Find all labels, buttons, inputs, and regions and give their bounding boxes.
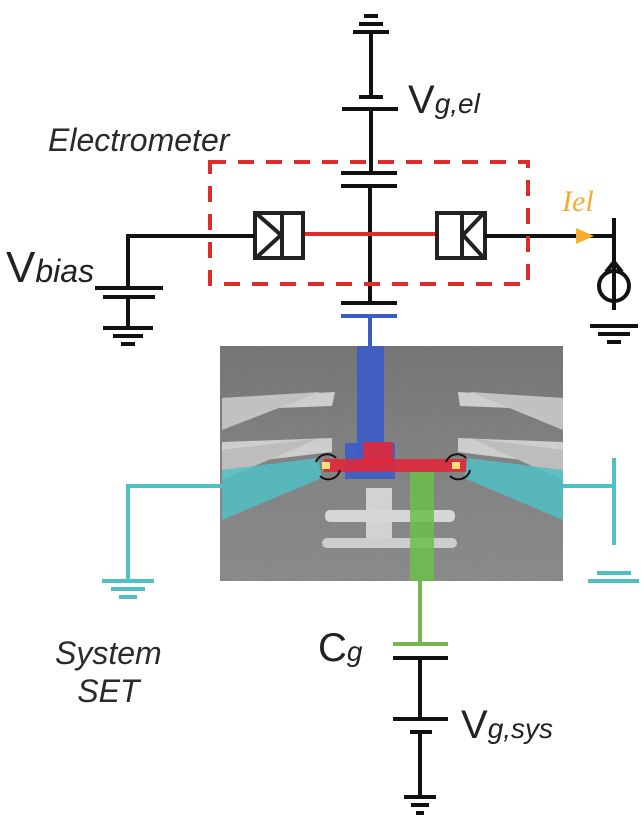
output-wire	[485, 218, 616, 262]
label-vbias: Vbias	[6, 246, 94, 290]
label-vbias-sub: bias	[35, 253, 95, 289]
system-gate-green	[393, 581, 448, 646]
ground-icon-ammeter	[590, 324, 638, 344]
label-iel-main: I	[562, 185, 572, 218]
ground-icon-bias	[103, 326, 153, 346]
rotation-arrow-right-icon	[445, 453, 471, 481]
label-system-set: System SET	[55, 634, 162, 711]
battery-vgsys-icon	[393, 717, 448, 797]
ground-icon-bottom	[404, 795, 436, 815]
battery-vgel-icon	[342, 95, 398, 173]
bias-wire	[126, 234, 255, 288]
tunnel-junction-left-icon	[253, 211, 305, 260]
battery-vbias-icon	[95, 286, 163, 328]
label-iel-sub: el	[572, 185, 594, 218]
label-system: System	[55, 635, 162, 671]
current-arrow-icon	[576, 228, 594, 244]
tunnel-junction-right-icon	[435, 211, 487, 260]
system-lead-left	[102, 484, 222, 599]
label-cg-main: C	[318, 626, 347, 670]
label-electrometer: Electrometer	[48, 122, 230, 158]
electrometer-gate-blue	[341, 314, 397, 346]
label-iel: Iel	[562, 187, 594, 217]
ammeter-icon	[597, 258, 631, 310]
ground-icon-top	[353, 14, 389, 97]
label-cg: Cg	[318, 628, 362, 668]
gate-capacitor-system	[393, 656, 448, 719]
label-set: SET	[77, 673, 140, 710]
system-lead-right	[563, 458, 639, 583]
label-vgsys: Vg,sys	[461, 705, 553, 745]
label-cg-sub: g	[346, 636, 363, 667]
rotation-arrow-left-icon	[315, 453, 341, 481]
label-vgel-sub: g,el	[434, 88, 480, 119]
label-vgel-main: V	[408, 78, 435, 122]
label-vgsys-main: V	[461, 703, 488, 747]
label-vgsys-sub: g,sys	[487, 713, 554, 744]
label-vgel: Vg,el	[408, 80, 480, 120]
electrometer-box	[208, 160, 530, 286]
label-vbias-main: V	[6, 243, 36, 292]
sem-image	[220, 346, 563, 581]
